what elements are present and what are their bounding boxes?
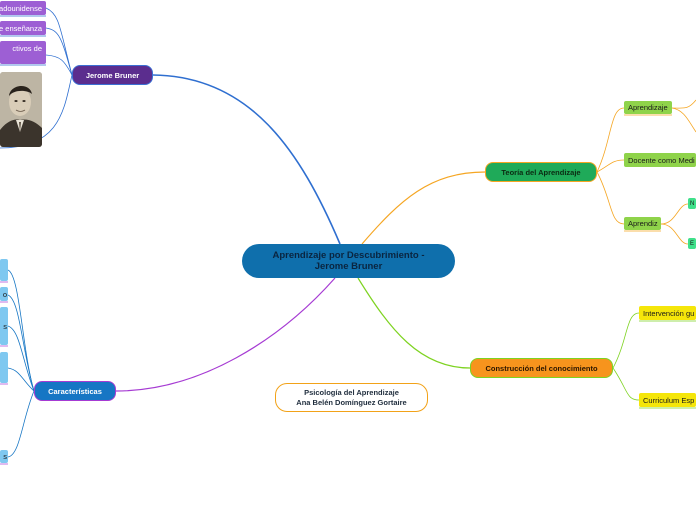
- connector-caracteristicas-2: [7, 294, 35, 392]
- jerome-item-3[interactable]: ctivos de: [0, 41, 46, 64]
- jerome-item-3-label: ctivos de: [12, 44, 42, 53]
- teoria-subitem-1-label: N: [690, 200, 695, 207]
- connector-caracteristicas-3: [7, 325, 35, 392]
- teoria-item-aprendizaje-label: Aprendizaje: [628, 103, 668, 112]
- author-note[interactable]: Psicología del Aprendizaje Ana Belén Dom…: [275, 383, 428, 412]
- connector-construccion-2: [612, 367, 640, 401]
- connector-teoria: [361, 171, 486, 245]
- jerome-item-2[interactable]: e enseñanza: [0, 21, 46, 35]
- caracteristicas-item-3[interactable]: s: [0, 307, 8, 345]
- caracteristicas-item-5[interactable]: s: [0, 450, 8, 463]
- connector-teoria-2: [596, 159, 625, 173]
- branch-teoria-aprendizaje-label: Teoría del Aprendizaje: [501, 167, 581, 177]
- author-note-line2: Ana Belén Domínguez Gortaire: [296, 397, 407, 407]
- branch-caracteristicas[interactable]: Características: [34, 381, 116, 401]
- caracteristicas-item-2-label: o: [2, 289, 7, 299]
- branch-construccion-conocimiento-label: Construcción del conocimiento: [485, 363, 598, 373]
- branch-caracteristicas-label: Características: [48, 386, 102, 396]
- teoria-subitem-1[interactable]: N: [688, 198, 696, 209]
- connector-caracteristicas-4: [7, 367, 35, 392]
- portrait-photo: [0, 72, 42, 147]
- connector-teoria-1: [596, 107, 625, 173]
- teoria-item-aprendiz[interactable]: Aprendiz: [624, 217, 661, 230]
- teoria-item-docente-label: Docente como Medi: [628, 155, 695, 165]
- connector-construccion-1: [612, 312, 640, 369]
- teoria-subitem-2[interactable]: E: [688, 238, 696, 249]
- construccion-item-curriculum-label: Curriculum Esp: [643, 395, 695, 405]
- teoria-item-aprendizaje[interactable]: Aprendizaje: [624, 101, 672, 114]
- connector-jerome-1: [45, 7, 73, 76]
- connector-construccion: [357, 277, 471, 369]
- jerome-item-2-label: e enseñanza: [0, 23, 42, 33]
- connector-caracteristicas: [115, 277, 336, 392]
- connector-teoria-4: [671, 99, 696, 109]
- central-topic[interactable]: Aprendizaje por Descubrimiento - Jerome …: [242, 244, 455, 278]
- construccion-item-intervencion[interactable]: Intervención gu: [639, 306, 696, 320]
- caracteristicas-item-4[interactable]: [0, 352, 8, 383]
- caracteristicas-item-3-label: s: [3, 321, 7, 331]
- caracteristicas-item-5-label: s: [3, 452, 7, 461]
- teoria-subitem-2-label: E: [690, 240, 695, 247]
- jerome-item-1-label: adounidense: [0, 3, 42, 13]
- caracteristicas-item-1[interactable]: [0, 259, 8, 281]
- author-note-line1: Psicología del Aprendizaje: [304, 388, 399, 397]
- branch-construccion-conocimiento[interactable]: Construcción del conocimiento: [470, 358, 613, 378]
- construccion-item-intervencion-label: Intervención gu: [643, 308, 695, 318]
- connector-teoria-3: [596, 171, 625, 225]
- construccion-item-curriculum[interactable]: Curriculum Esp: [639, 393, 696, 407]
- connector-teoria-6: [660, 203, 689, 225]
- branch-teoria-aprendizaje[interactable]: Teoría del Aprendizaje: [485, 162, 597, 182]
- jerome-item-1[interactable]: adounidense: [0, 1, 46, 15]
- connector-caracteristicas-5: [7, 390, 35, 458]
- branch-jerome-bruner[interactable]: Jerome Bruner: [72, 65, 153, 85]
- central-topic-line1: Aprendizaje por Descubrimiento -: [272, 250, 425, 261]
- connector-jerome-2: [45, 27, 73, 76]
- connector-teoria-7: [660, 223, 689, 245]
- connector-teoria-5: [671, 107, 696, 133]
- connector-jerome-3: [45, 54, 73, 76]
- caracteristicas-item-2[interactable]: o: [0, 287, 8, 301]
- teoria-item-aprendiz-label: Aprendiz: [628, 219, 658, 228]
- central-topic-line2: Jerome Bruner: [314, 261, 383, 272]
- branch-jerome-bruner-label: Jerome Bruner: [85, 70, 140, 80]
- connector-jerome: [152, 74, 341, 245]
- teoria-item-docente[interactable]: Docente como Medi: [624, 153, 696, 167]
